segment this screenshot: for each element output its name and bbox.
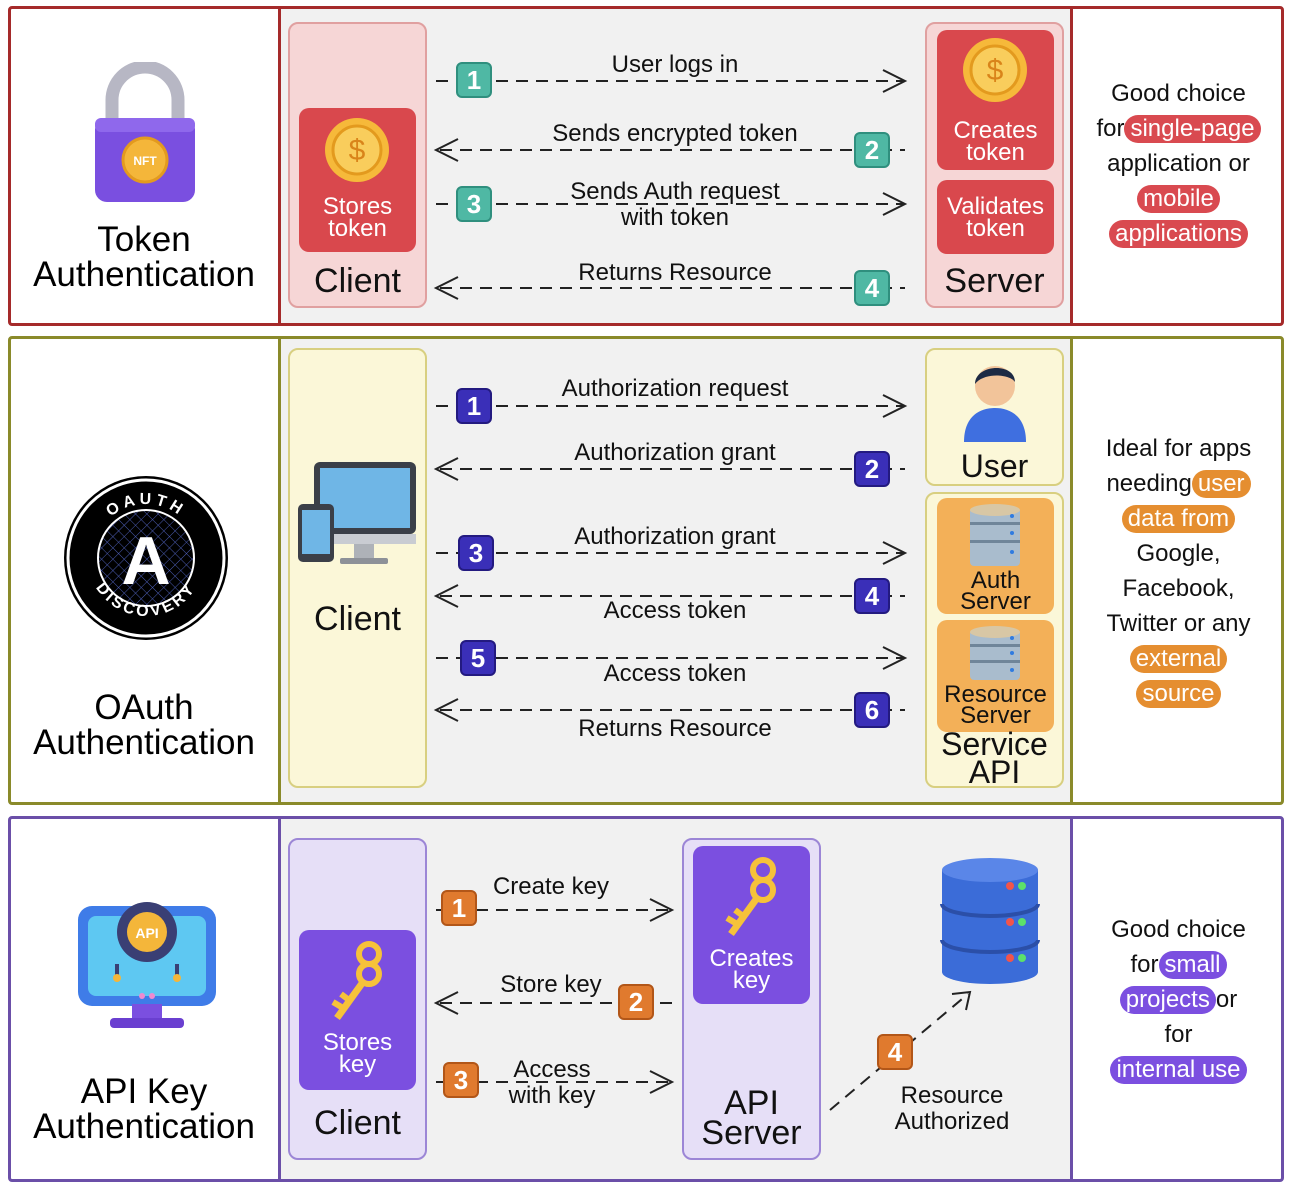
api-monitor-icon: API bbox=[78, 902, 216, 1028]
pill-projects: projects bbox=[1119, 986, 1216, 1014]
svg-text:$: $ bbox=[987, 54, 1004, 87]
step-4-label: Returns Resource bbox=[578, 259, 772, 286]
oauth-step-2-label: Authorization grant bbox=[574, 439, 776, 466]
step-badge-3: 3 bbox=[458, 535, 494, 571]
step-badge-4: 4 bbox=[877, 1034, 913, 1070]
key-icon bbox=[331, 941, 382, 1021]
coin-icon: $ bbox=[325, 118, 389, 182]
oauth-section bbox=[8, 336, 1284, 805]
svg-text:API: API bbox=[135, 925, 158, 941]
oauth-step-5-label: Access token bbox=[603, 660, 747, 687]
step-badge-1: 1 bbox=[441, 890, 477, 926]
apikey-step-2-label: Store key bbox=[500, 971, 602, 998]
resource-server-db-icon bbox=[970, 626, 1020, 680]
apikey-client-label: Client bbox=[314, 1104, 401, 1142]
step-badge-4: 4 bbox=[854, 270, 890, 306]
devices-icon bbox=[298, 462, 416, 564]
oauth-step-4-label: Access token bbox=[603, 597, 747, 624]
step-badge-2: 2 bbox=[854, 132, 890, 168]
svg-text:A: A bbox=[121, 523, 170, 599]
apikey-step-1-label: Create key bbox=[492, 873, 610, 900]
oauth-step-6-label: Returns Resource bbox=[578, 715, 772, 742]
svg-text:$: $ bbox=[349, 134, 366, 167]
auth-server-db-icon bbox=[970, 504, 1020, 566]
pill-mobile: mobile bbox=[1137, 185, 1220, 213]
pill-source: source bbox=[1136, 680, 1221, 708]
step-2-label: Sends encrypted token bbox=[552, 120, 798, 147]
pill-data-from: data from bbox=[1121, 505, 1236, 533]
key-icon bbox=[725, 857, 776, 937]
oauth-client-label: Client bbox=[314, 600, 401, 638]
lock-icon: NFT bbox=[95, 62, 195, 202]
token-server-label: Server bbox=[944, 262, 1045, 300]
step-badge-4: 4 bbox=[854, 578, 890, 614]
user-avatar-icon bbox=[964, 366, 1026, 442]
nft-badge-text: NFT bbox=[133, 154, 157, 168]
oauth-step-1-label: Authorization request bbox=[561, 375, 789, 402]
pill-applications: applications bbox=[1109, 220, 1248, 248]
step-badge-5: 5 bbox=[460, 640, 496, 676]
pill-internal-use: internal use bbox=[1110, 1056, 1247, 1084]
apikey-section bbox=[8, 816, 1284, 1182]
oauth-client-column bbox=[288, 348, 427, 788]
pill-small: small bbox=[1158, 951, 1227, 979]
step-badge-3: 3 bbox=[456, 186, 492, 222]
token-client-label: Client bbox=[314, 262, 401, 300]
step-badge-1: 1 bbox=[456, 388, 492, 424]
coin-icon: $ bbox=[963, 38, 1027, 102]
step-badge-1: 1 bbox=[456, 62, 492, 98]
step-badge-6: 6 bbox=[854, 692, 890, 728]
step-1-label: User logs in bbox=[611, 51, 739, 78]
pill-user: user bbox=[1191, 470, 1251, 498]
oauth-step-3-label: Authorization grant bbox=[574, 523, 776, 550]
oauth-user-label: User bbox=[960, 448, 1029, 484]
pill-external: external bbox=[1129, 645, 1228, 673]
resource-database-icon bbox=[940, 858, 1040, 984]
step-badge-2: 2 bbox=[854, 451, 890, 487]
oauth-discovery-logo: OAUTH DISCOVERY A bbox=[64, 476, 228, 640]
step-badge-3: 3 bbox=[443, 1062, 479, 1098]
step-badge-2: 2 bbox=[618, 984, 654, 1020]
token-auth-section bbox=[8, 6, 1284, 326]
pill-single-page: single-page bbox=[1124, 115, 1261, 143]
